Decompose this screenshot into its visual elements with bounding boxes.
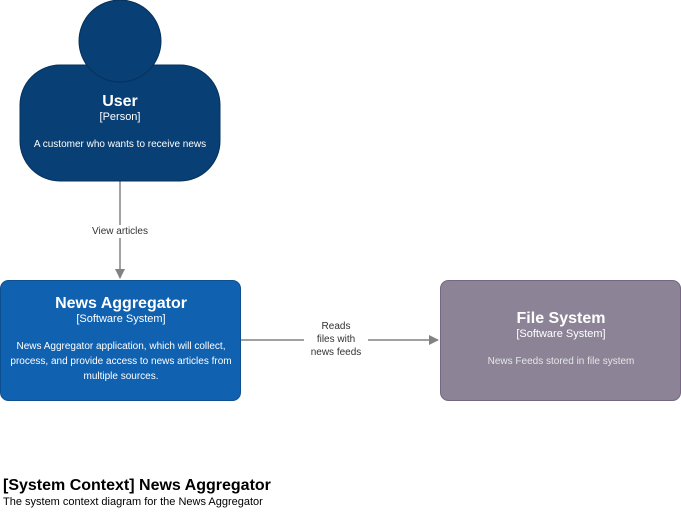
diagram-subtitle: The system context diagram for the News … — [3, 496, 263, 508]
edge-label-reads-files-line3: news feeds — [310, 347, 362, 358]
edge-label-reads-files-line2: files with — [316, 334, 356, 345]
news-aggregator-type: [Software System] — [76, 313, 166, 325]
user-node[interactable] — [19, 0, 221, 182]
file-system-type: [Software System] — [516, 328, 606, 340]
user-text: User [Person] A customer who wants to re… — [20, 92, 220, 152]
news-aggregator-node[interactable] — [0, 280, 241, 401]
file-system-text: File System [Software System] News Feeds… — [441, 309, 681, 369]
user-head-icon — [78, 0, 162, 83]
edge-label-reads-files-line1: Reads — [321, 321, 351, 332]
edge-label-view-articles: View articles — [88, 225, 152, 238]
file-system-title: File System — [516, 310, 606, 327]
user-type: [Person] — [99, 111, 141, 123]
user-title: User — [102, 93, 138, 110]
diagram-title: [System Context] News Aggregator — [3, 477, 271, 494]
news-aggregator-description: News Aggregator application, which will … — [10, 341, 232, 382]
user-description: A customer who wants to receive news — [33, 139, 207, 150]
news-aggregator-text: News Aggregator [Software System] News A… — [1, 294, 241, 384]
edge-label-reads-files: Reads files with news feeds — [304, 320, 368, 359]
news-aggregator-title: News Aggregator — [55, 295, 187, 312]
file-system-description: News Feeds stored in file system — [487, 356, 635, 367]
